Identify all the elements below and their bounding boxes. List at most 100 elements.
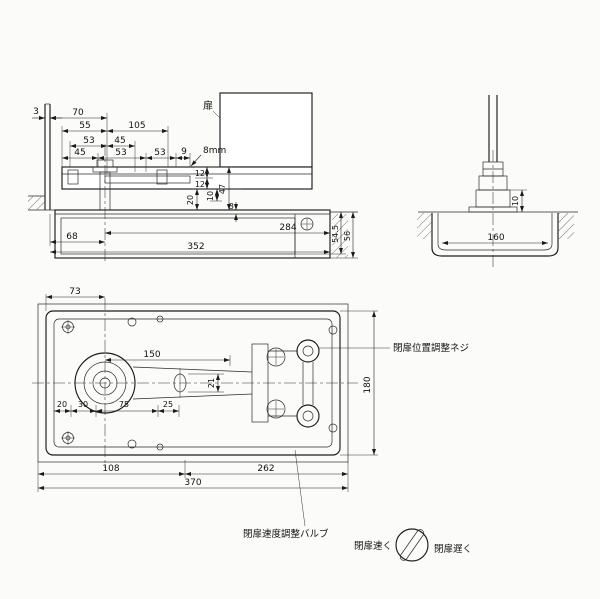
plan-structure (32, 298, 358, 468)
floor-hatch-left-end (417, 213, 432, 239)
dim-284-label: 284 (279, 223, 296, 233)
dim-chain-30: 30 (71, 400, 96, 413)
dim-chain-20-label: 20 (57, 400, 67, 409)
dim-chain-30-label: 30 (78, 400, 88, 409)
dim-262-label: 262 (257, 464, 274, 474)
door-leaf (219, 92, 313, 168)
close-slow-label: 閉扉遅く (434, 543, 472, 555)
dim-10-label: 10 (206, 191, 215, 201)
dim-54-5: 54.5 (331, 212, 343, 254)
dim-55: 55 (62, 121, 107, 133)
dim-53a: 53 (70, 136, 107, 148)
plan-view: 73 150 21 20 30 75 25 180 (32, 287, 472, 562)
dim-12a-label: 12 (195, 169, 205, 178)
dim-3-plate: 3 (229, 202, 238, 222)
dim-chain-75-label: 75 (119, 400, 129, 409)
dim-21-label: 21 (207, 378, 216, 388)
dim-8mm: 8mm (190, 146, 226, 167)
dim-10: 10 (206, 189, 219, 201)
dim-12b: 12 (195, 178, 209, 189)
dim-frame-thickness: 3 (32, 107, 62, 120)
valve-block (251, 343, 269, 423)
dim-45a: 45 (107, 136, 135, 148)
dim-frame-thickness-label: 3 (33, 107, 39, 117)
dim-45a-label: 45 (114, 136, 125, 146)
dim-56: 56 (343, 212, 355, 258)
case-body (45, 310, 341, 456)
dim-chain-25: 25 (158, 400, 179, 413)
dim-70: 70 (50, 108, 107, 120)
floor-hatch-right-end (558, 213, 574, 239)
dim-150: 150 (105, 350, 230, 362)
dim-73-label: 73 (69, 287, 80, 297)
dim-55-label: 55 (79, 121, 90, 131)
dim-9: 9 (176, 147, 190, 160)
dim-20-label: 20 (186, 195, 195, 205)
end-view: 10 160 (417, 95, 578, 268)
position-screw-bottom (296, 404, 320, 428)
speed-valve-callout-label: 閉扉速度調整バルブ (243, 528, 329, 540)
dim-end-10: 10 (509, 189, 527, 212)
dim-150-label: 150 (143, 350, 160, 360)
speed-valve-callout: 閉扉速度調整バルブ (243, 449, 329, 540)
hinge-box-end-outer (431, 213, 559, 257)
door-bottom-rail (61, 166, 313, 190)
dim-68: 68 (50, 232, 105, 244)
dim-45b: 45 (62, 148, 98, 160)
valve-circle-bottom (266, 399, 286, 419)
dim-53b: 53 (98, 148, 146, 160)
dim-68-label: 68 (66, 232, 78, 242)
screwdriver-slot (399, 529, 425, 561)
dim-chain-20: 20 (54, 400, 71, 413)
screwdriver-slot-icon (395, 528, 429, 562)
dim-284: 284 (105, 223, 330, 235)
dim-8mm-label: 8mm (203, 146, 226, 156)
dim-180-label: 180 (363, 376, 373, 393)
position-screw-callout-label: 閉扉位置調整ネジ (393, 342, 469, 354)
dim-73: 73 (46, 287, 105, 299)
floor-hatch-left (28, 196, 45, 210)
dim-53c-label: 53 (154, 148, 165, 158)
dim-108-label: 108 (102, 464, 119, 474)
hinge-box-end-inner (437, 213, 553, 251)
position-screw-callout: 閉扉位置調整ネジ (319, 342, 469, 354)
dim-9-label: 9 (181, 147, 187, 157)
position-screw-top (296, 339, 320, 363)
dim-45b-label: 45 (74, 148, 85, 158)
dim-108: 108 (38, 464, 185, 476)
dim-70-label: 70 (72, 108, 84, 118)
dim-chain-75: 75 (96, 400, 158, 413)
dim-352: 352 (50, 242, 330, 254)
dim-105: 105 (107, 121, 168, 133)
dim-56-label: 56 (343, 231, 352, 241)
dim-160-label: 160 (487, 233, 504, 243)
dim-180: 180 (363, 311, 376, 455)
dim-105-label: 105 (128, 121, 145, 131)
dim-53a-label: 53 (83, 136, 94, 146)
dim-3-plate-label: 3 (229, 202, 234, 211)
dim-370: 370 (38, 478, 348, 490)
door-label-text: 扉 (203, 99, 213, 112)
dim-47-label: 47 (218, 184, 227, 194)
screw-turn-legend: 閉扉速く 閉扉遅く (354, 528, 472, 562)
cam-circle-outer (74, 352, 136, 414)
dim-20: 20 (186, 189, 199, 210)
close-fast-label: 閉扉速く (354, 540, 392, 552)
dim-chain-25-label: 25 (163, 400, 173, 409)
dim-352-label: 352 (187, 242, 204, 252)
dim-47: 47 (218, 167, 231, 210)
end-structure (417, 95, 578, 268)
dim-12a: 12 (195, 167, 209, 178)
dim-262: 262 (185, 464, 348, 476)
dim-end-10-label: 10 (511, 196, 520, 206)
dim-53c: 53 (146, 148, 176, 160)
section-structure (28, 92, 358, 264)
dim-370-label: 370 (184, 478, 201, 488)
dim-54-5-label: 54.5 (331, 225, 340, 243)
dim-53b-label: 53 (115, 148, 126, 158)
valve-circle-top (266, 347, 286, 367)
door-label: 扉 (203, 99, 221, 119)
hinge-box-section (54, 209, 331, 259)
dim-160: 160 (442, 233, 548, 245)
